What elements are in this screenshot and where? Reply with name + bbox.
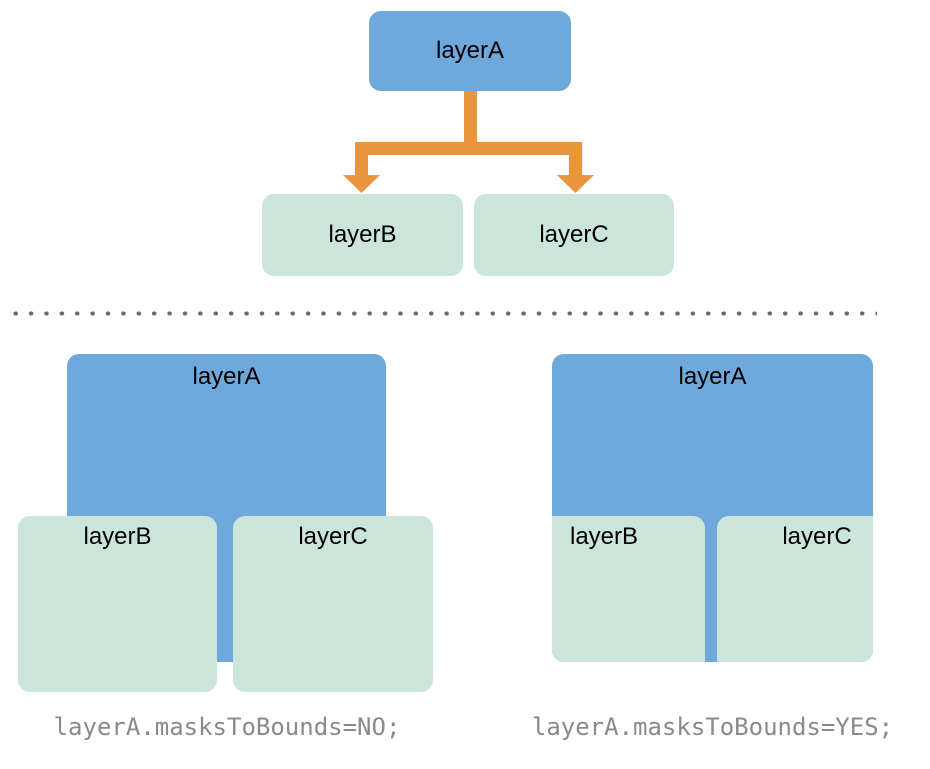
dotted-divider bbox=[8, 311, 877, 316]
arrow-right-head-icon bbox=[557, 175, 594, 193]
arrow-left-drop bbox=[355, 142, 368, 176]
arrow-right-drop bbox=[569, 142, 582, 176]
masks-no-layerc-box: layerC bbox=[233, 516, 433, 692]
masks-yes-layera-label: layerA bbox=[678, 363, 747, 390]
masks-yes-caption: layerA.masksToBounds=YES; bbox=[531, 713, 894, 741]
masks-no-layerb-box: layerB bbox=[18, 516, 217, 692]
tree-node-layerc: layerC bbox=[474, 194, 674, 276]
tree-node-layerb-label: layerB bbox=[328, 221, 397, 248]
arrow-stem bbox=[464, 90, 477, 155]
tree-node-layera: layerA bbox=[369, 11, 571, 91]
masks-no-caption: layerA.masksToBounds=NO; bbox=[53, 713, 401, 741]
tree-node-layera-label: layerA bbox=[435, 37, 505, 64]
masks-no-layerb-label: layerB bbox=[83, 523, 152, 550]
masks-no-layerc-label: layerC bbox=[298, 523, 368, 550]
masks-yes-layerb-label: layerB bbox=[569, 523, 639, 550]
tree-node-layerc-label: layerC bbox=[539, 221, 609, 248]
masks-yes-layera-box: layerA layerB layerC bbox=[552, 354, 873, 662]
masks-yes-layerc-box: layerC bbox=[717, 516, 873, 662]
masks-yes-layerb-box: layerB bbox=[552, 516, 705, 662]
masks-no-layera-label: layerA bbox=[192, 363, 261, 390]
masks-yes-layerc-label: layerC bbox=[782, 523, 852, 550]
arrow-crossbar bbox=[355, 142, 582, 155]
tree-node-layerb: layerB bbox=[262, 194, 463, 276]
arrow-left-head-icon bbox=[343, 175, 380, 193]
